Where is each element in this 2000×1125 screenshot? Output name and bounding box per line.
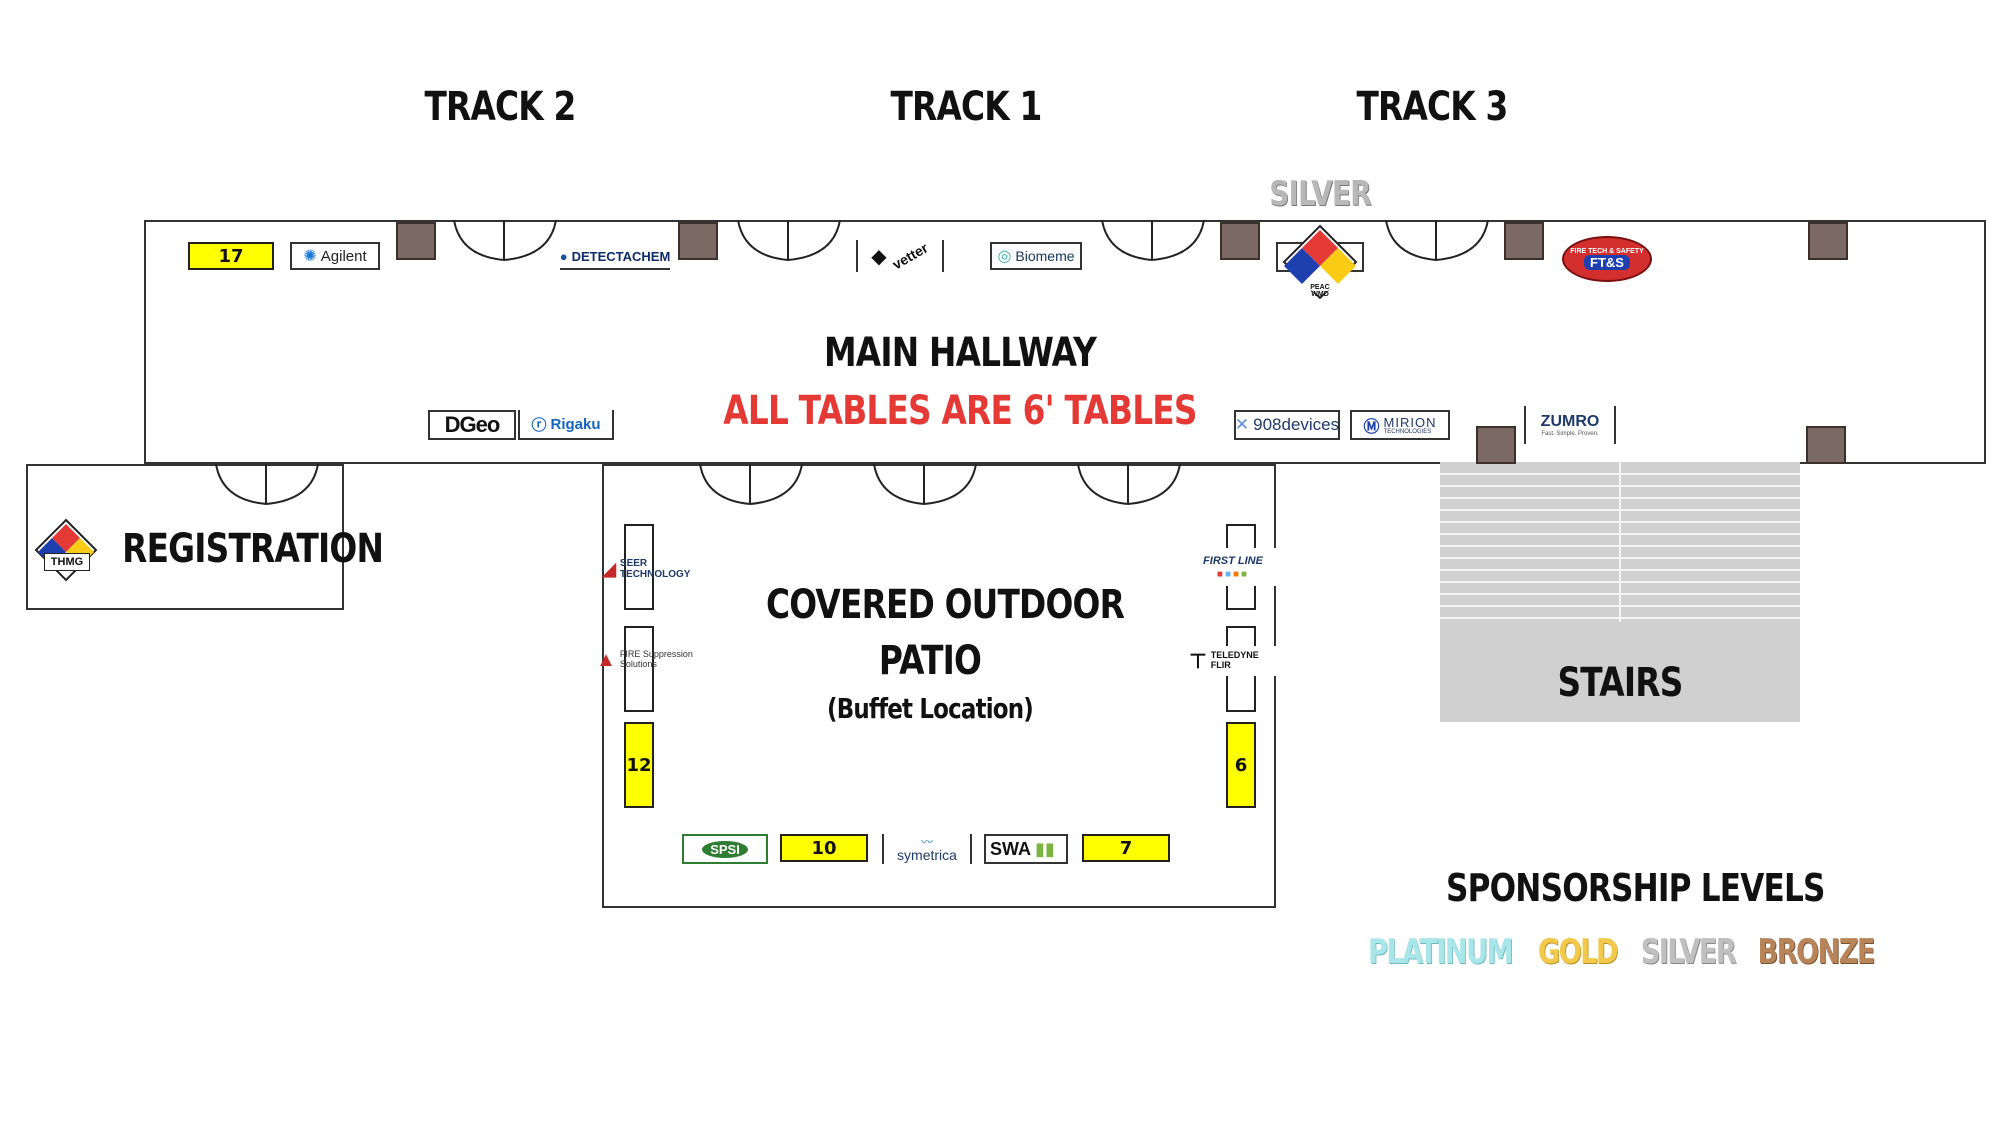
exhibitor-vetter[interactable]: ◆ vetter <box>856 240 944 272</box>
table-17[interactable]: 17 <box>188 242 274 270</box>
exhibitor-label: FIRST LINE <box>1203 554 1263 567</box>
sponsorship-heading: SPONSORSHIP LEVELS <box>1446 866 1825 910</box>
track-1-label: TRACK 1 <box>890 84 1042 130</box>
patio-label-line3: (Buffet Location) <box>827 692 1034 725</box>
stairs-label: STAIRS <box>1557 660 1684 706</box>
agilent-spark-icon: ✺ <box>303 248 317 265</box>
table-patio-left-2[interactable] <box>624 626 654 712</box>
exhibitor-label: FIRE TECH & SAFETY <box>1570 248 1644 255</box>
exhibitor-label: vetter <box>889 239 931 273</box>
exhibitor-spsi[interactable]: SPSI <box>682 834 768 864</box>
pillar <box>1220 222 1260 260</box>
peac-label: PEAC WMD <box>1310 284 1330 298</box>
exhibitor-detectachem[interactable]: ● DETECTACHEM <box>560 244 670 270</box>
exhibitor-abbr: FT&S <box>1584 255 1630 270</box>
exhibitor-biomeme[interactable]: ◎ Biomeme <box>990 242 1082 270</box>
pillar <box>396 222 436 260</box>
exhibitor-first-line[interactable]: FIRST LINE ■■■■ <box>1190 548 1276 586</box>
table-patio-left-1[interactable] <box>624 524 654 610</box>
exhibitor-symetrica[interactable]: 〰 symetrica <box>882 834 972 864</box>
registration-label: REGISTRATION <box>122 526 384 572</box>
exhibitor-label: FIRE Suppression Solutions <box>619 649 693 669</box>
silver-sponsor-label: SILVER <box>1269 174 1371 214</box>
patio-label-line2: PATIO <box>878 638 982 684</box>
exhibitor-fire-tech-safety[interactable]: FIRE TECH & SAFETY FT&S <box>1562 236 1652 282</box>
first-line-color-blocks-icon: ■■■■ <box>1216 568 1250 580</box>
peac-hazard-diamond-icon <box>1282 224 1358 300</box>
exhibitor-mirion[interactable]: Ⓜ MIRION TECHNOLOGIES <box>1350 410 1450 440</box>
exhibitor-908devices[interactable]: ✕ 908devices <box>1234 410 1340 440</box>
exhibitor-label: MIRION <box>1383 414 1437 430</box>
908devices-x-icon: ✕ <box>1234 415 1250 434</box>
sponsor-level-bronze: BRONZE <box>1757 932 1875 972</box>
table-10[interactable]: 10 <box>780 834 868 862</box>
teledyne-t-icon: ⊤ <box>1189 650 1207 673</box>
exhibitor-label: ZUMRO <box>1540 413 1600 430</box>
seer-triangle-icon: ◢ <box>602 558 616 579</box>
exhibitor-label: Rigaku <box>550 415 601 433</box>
table-6[interactable]: 6 <box>1226 722 1256 808</box>
double-door <box>453 220 557 261</box>
double-door <box>737 220 841 261</box>
exhibitor-label: 908devices <box>1253 415 1340 434</box>
exhibitor-label: SWA <box>990 838 1032 859</box>
tables-note: ALL TABLES ARE 6' TABLES <box>723 388 1197 434</box>
double-door <box>215 464 319 505</box>
pillar <box>1808 222 1848 260</box>
stairs-steps <box>1440 462 1800 622</box>
pillar <box>1806 426 1846 464</box>
pillar <box>1504 222 1544 260</box>
sponsorship-levels: PLATINUM GOLD SILVER BRONZE <box>1368 930 1875 974</box>
exhibitor-label: SPSI <box>702 840 748 858</box>
fire-suppression-triangle-icon: ▲ <box>596 648 616 671</box>
mirion-m-icon: Ⓜ <box>1363 419 1380 436</box>
track-3-label: TRACK 3 <box>1356 84 1508 130</box>
double-door <box>1077 464 1181 505</box>
main-hallway-label: MAIN HALLWAY <box>823 330 1097 376</box>
exhibitor-sublabel: TECHNOLOGIES <box>1383 428 1432 435</box>
exhibitor-label: DETECTACHEM <box>571 248 671 264</box>
exhibitor-label: TELEDYNE FLIR <box>1210 650 1259 670</box>
table-12[interactable]: 12 <box>624 722 654 808</box>
rigaku-icon: ⓡ <box>531 416 547 434</box>
detectachem-globe-icon: ● <box>559 248 568 264</box>
table-7[interactable]: 7 <box>1082 834 1170 862</box>
exhibitor-dgeo[interactable]: DGeo <box>428 410 516 440</box>
symetrica-wave-icon: 〰 <box>920 835 933 849</box>
double-door <box>699 464 803 505</box>
exhibitor-tagline: Fast. Simple. Proven. <box>1541 431 1599 437</box>
sponsor-level-gold: GOLD <box>1537 932 1619 972</box>
sponsor-level-platinum: PLATINUM <box>1368 932 1514 972</box>
exhibitor-label: Agilent <box>320 247 367 265</box>
swa-bars-icon: ▮▮ <box>1035 838 1055 859</box>
exhibitor-rigaku[interactable]: ⓡ Rigaku <box>518 410 614 440</box>
sponsor-level-silver: SILVER <box>1640 932 1737 972</box>
patio-label-line1: COVERED OUTDOOR <box>766 582 1125 628</box>
exhibitor-seer-technology[interactable]: ◢ SEER TECHNOLOGY <box>592 556 704 582</box>
biomeme-icon: ◎ <box>997 248 1012 265</box>
thmg-label: THMG <box>44 553 90 571</box>
double-door <box>1385 220 1489 261</box>
vetter-diamond-icon: ◆ <box>871 245 887 268</box>
pillar <box>678 222 718 260</box>
pillar <box>1476 426 1516 464</box>
exhibitor-fire-suppression[interactable]: ▲ FIRE Suppression Solutions <box>592 646 704 674</box>
exhibitor-label: DGeo <box>444 412 501 437</box>
track-2-label: TRACK 2 <box>424 84 576 130</box>
exhibitor-label: Biomeme <box>1015 248 1075 264</box>
exhibitor-zumro[interactable]: ZUMRO Fast. Simple. Proven. <box>1524 406 1616 444</box>
double-door <box>1101 220 1205 261</box>
exhibitor-teledyne-flir[interactable]: ⊤ TELEDYNE FLIR <box>1176 646 1276 676</box>
exhibitor-label: SEER TECHNOLOGY <box>619 558 691 580</box>
exhibitor-agilent[interactable]: ✺ Agilent <box>290 242 380 270</box>
exhibitor-swa[interactable]: SWA ▮▮ <box>984 834 1068 864</box>
double-door <box>873 464 977 505</box>
thmg-hazard-diamond-icon <box>34 518 98 582</box>
exhibitor-label: symetrica <box>897 847 957 863</box>
